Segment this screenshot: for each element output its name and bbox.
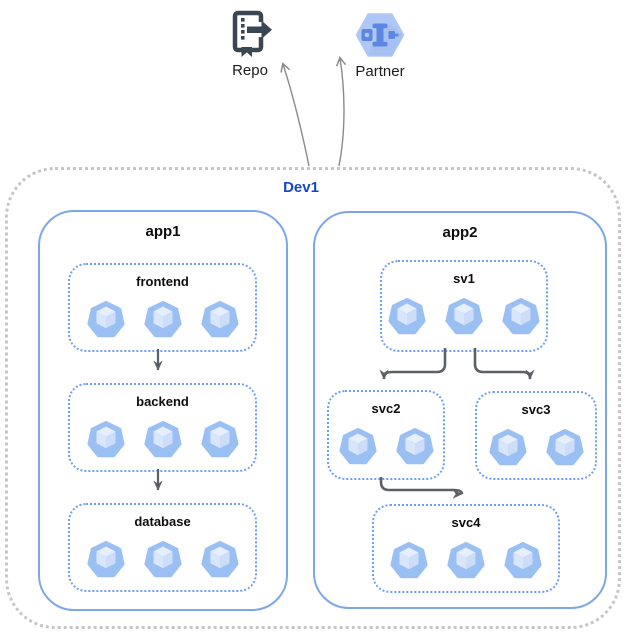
- backend-title: backend: [136, 394, 189, 409]
- pod-icon: [502, 297, 540, 335]
- svc3-title: svc3: [521, 402, 551, 417]
- pod-icon: [447, 541, 485, 579]
- service-box-sv1[interactable]: sv1: [380, 260, 548, 352]
- app-box-app2[interactable]: app2 sv1: [313, 211, 607, 609]
- pod-icon: [86, 300, 125, 338]
- external-node-repo[interactable]: Repo: [218, 10, 282, 79]
- service-box-svc2[interactable]: svc2: [327, 390, 445, 480]
- svc4-title: svc4: [451, 515, 481, 530]
- backend-pod-group: [70, 420, 255, 458]
- pod-icon: [86, 540, 125, 578]
- svc2-pod-group: [329, 427, 443, 465]
- pod-icon: [388, 297, 426, 335]
- pod-icon: [143, 540, 182, 578]
- repo-label: Repo: [232, 62, 268, 79]
- svc3-pod-group: [477, 428, 595, 466]
- edge-dev1-partner: [336, 55, 347, 167]
- partner-label: Partner: [355, 63, 405, 80]
- cluster-dev1: Dev1 app1 frontend: [5, 167, 621, 629]
- service-box-svc4[interactable]: svc4: [372, 504, 560, 593]
- pod-icon: [390, 541, 428, 579]
- service-box-backend[interactable]: backend: [68, 383, 257, 472]
- frontend-pod-group: [70, 300, 255, 338]
- database-pod-group: [70, 540, 255, 578]
- cluster-label: Dev1: [283, 179, 319, 196]
- source-repository-icon: [232, 10, 272, 57]
- service-box-database[interactable]: database: [68, 503, 257, 592]
- frontend-title: frontend: [136, 274, 189, 289]
- pod-icon: [488, 428, 527, 466]
- app-box-app1[interactable]: app1 frontend: [38, 210, 288, 611]
- svc2-title: svc2: [371, 401, 401, 416]
- pod-icon: [545, 428, 584, 466]
- app2-title: app2: [442, 224, 478, 241]
- external-node-partner[interactable]: Partner: [345, 11, 415, 80]
- sv1-pod-group: [382, 297, 546, 335]
- service-box-frontend[interactable]: frontend: [68, 263, 257, 352]
- edge-dev1-repo: [280, 62, 310, 167]
- pod-icon: [445, 297, 483, 335]
- pod-icon: [338, 427, 377, 465]
- app1-title: app1: [145, 223, 181, 240]
- pod-icon: [200, 540, 239, 578]
- database-title: database: [134, 514, 191, 529]
- pod-icon: [200, 420, 239, 458]
- pod-icon: [504, 541, 542, 579]
- pod-icon: [86, 420, 125, 458]
- sv1-title: sv1: [453, 271, 475, 286]
- svc4-pod-group: [374, 541, 558, 579]
- pod-icon: [143, 300, 182, 338]
- service-box-svc3[interactable]: svc3: [475, 391, 597, 480]
- partner-interconnect-icon: [355, 13, 405, 57]
- pod-icon: [143, 420, 182, 458]
- pod-icon: [395, 427, 434, 465]
- pod-icon: [200, 300, 239, 338]
